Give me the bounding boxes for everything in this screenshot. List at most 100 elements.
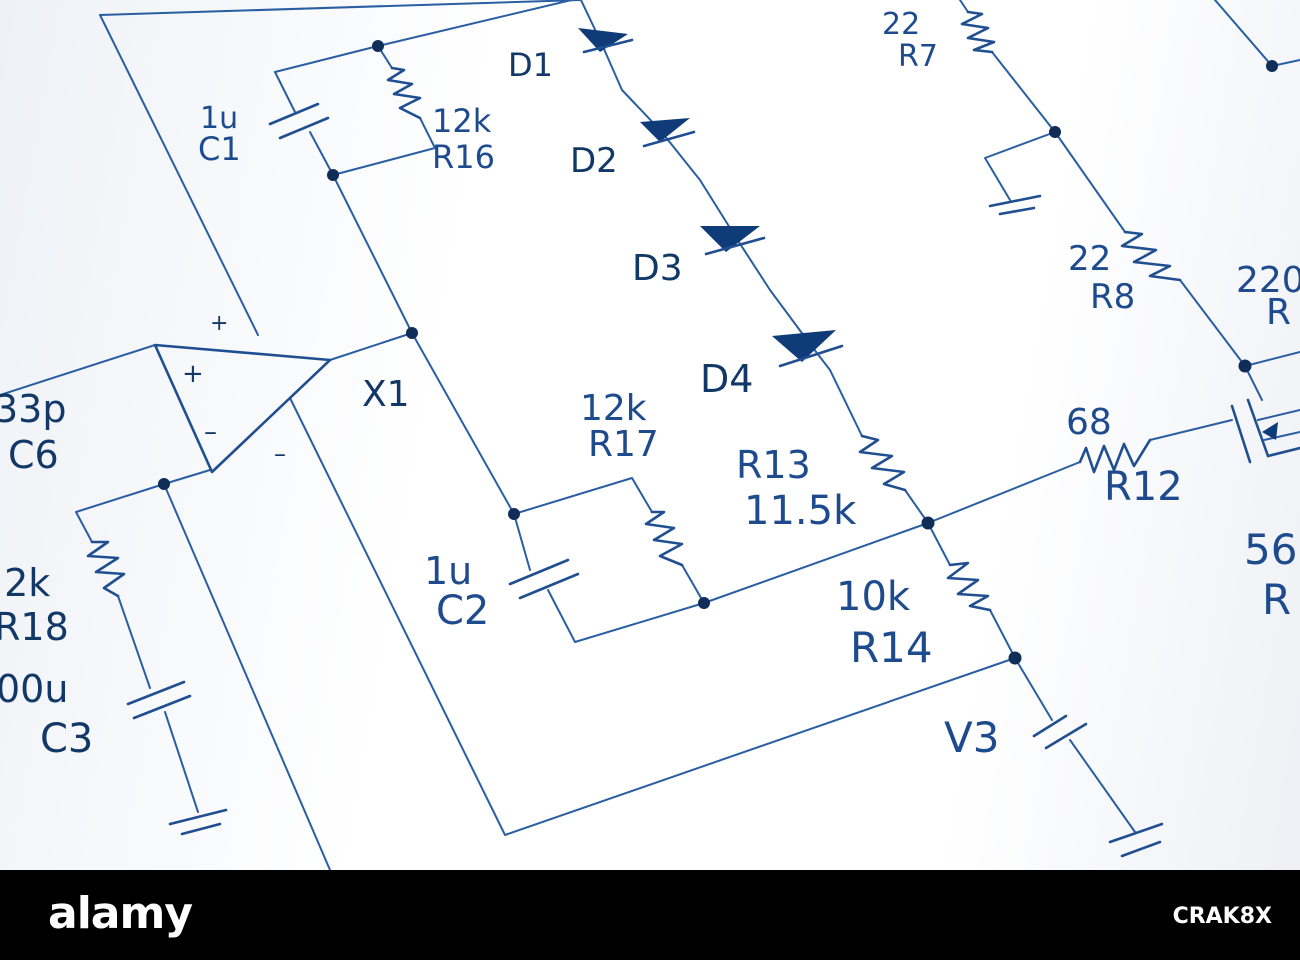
resistor-r7 [960,10,996,54]
label-r17-ref: R17 [588,424,659,465]
node-r7-bottom [1049,126,1061,138]
node-fet [1238,359,1252,373]
wire-to-r12 [927,461,1081,524]
wire-opamp-inv-node [163,469,211,485]
wire-opamp-output [329,332,413,361]
resistor-r8 [1120,230,1182,282]
resistor-r18 [86,540,126,598]
label-r17-value: 12k [580,388,647,429]
resistor-r12 [1078,438,1152,474]
capacitor-c2 [508,558,580,600]
schematic-canvas: 1u C1 12k R16 D1 D2 D3 D4 X1 + – + – 33p… [0,0,1300,870]
label-opamp-minus: – [204,417,217,447]
label-partial-r: R [1266,292,1291,333]
label-r12-ref: R12 [1104,464,1183,510]
label-r18-value: .2k [0,561,50,605]
label-r14-ref: R14 [850,623,933,672]
image-code: CRAK8X [1172,904,1272,929]
ground-r7 [988,194,1042,216]
wire-r14-bottom [989,609,1016,659]
wire-c1-bottom [309,131,334,176]
label-r13-ref: R13 [736,443,811,487]
wire-bottom-return [289,397,1016,836]
wire-left-vertical [99,14,259,336]
wire-r7-to-node [991,51,1056,133]
label-r13-value: 11.5k [744,488,857,534]
label-c6-value: 33p [0,387,66,431]
node-x1-output [406,327,418,339]
wire-r12-to-fet [1149,419,1233,441]
label-r12-value: 68 [1066,402,1112,443]
node-r16-top [372,40,384,52]
resistor-r17 [644,510,684,567]
wire-r17-bottom [681,564,705,604]
wires [0,0,1300,870]
ground-v3 [1108,822,1164,858]
label-partial-r2: R [1262,575,1291,624]
wire-r18-top [75,483,165,543]
label-c2-value: 1u [424,549,472,593]
label-d3: D3 [632,248,683,289]
node-c1-bottom [327,169,339,181]
opamp-x1 [153,343,332,474]
node-r13-junction [921,516,935,530]
label-supply-minus: – [274,440,286,468]
wire-ground-branch [984,131,1056,201]
wire-c3-bottom [164,711,199,813]
mosfet [1230,398,1300,464]
wire-to-x1-node [332,174,413,334]
diode-d4 [772,330,844,368]
wire-left-top [99,0,581,16]
diode-d3 [700,226,766,256]
wire-fet-node [1244,351,1300,367]
node-c2-top [508,508,520,520]
label-c2-ref: C2 [436,588,489,634]
label-c3-ref: C3 [40,716,93,762]
wire-r13-bottom [904,489,929,524]
label-r7-ref: R7 [898,39,938,74]
label-c3-value: 00u [0,667,68,711]
label-v3: V3 [944,713,999,762]
wire-c1-left [274,71,296,113]
label-c1-ref: C1 [198,130,241,168]
junction-nodes [158,40,1278,665]
wire-r17-top [513,477,653,515]
capacitor-c3 [126,680,192,720]
wire-diode-chain [579,0,863,437]
wire-c2-bottom [547,589,705,643]
wire-v3-bottom [1069,739,1136,833]
resistor-r14 [946,561,992,612]
node-opamp-inv [158,478,170,490]
wire-r8-bottom [1179,279,1246,367]
label-r8-value: 22 [1068,239,1111,279]
battery-v3 [1032,714,1088,750]
label-d1: D1 [508,46,553,84]
ground-c3 [168,808,228,836]
node-r17-bottom [698,597,710,609]
wire-x1-node-down [411,332,515,515]
label-d2: D2 [570,141,618,181]
label-x1: X1 [362,374,410,415]
label-r7-value: 22 [882,7,920,42]
wire-r8-top [1054,131,1126,233]
node-r14-bottom [1008,651,1022,665]
label-partial-220: 220 [1236,260,1300,301]
wire-inv-down [163,483,331,870]
wire-v3-top [1014,657,1053,721]
node-top-right [1266,60,1278,72]
brand-logo: alamy [48,888,193,939]
wire-r17-to-junction [703,522,929,604]
diode-d2 [640,118,696,148]
label-r8-ref: R8 [1090,277,1135,317]
label-r16-value: 12k [432,102,492,140]
wire-c6-input [0,344,156,396]
wire-r14-top [927,522,951,566]
resistor-r16 [386,66,422,120]
label-supply-plus: + [210,311,228,336]
label-r14-value: 10k [836,574,911,620]
label-d4: D4 [700,357,753,401]
wire-r7-top [959,0,969,13]
diode-d1 [578,28,634,54]
wire-r18-bottom [117,595,151,689]
wire-top-right [1214,0,1300,67]
